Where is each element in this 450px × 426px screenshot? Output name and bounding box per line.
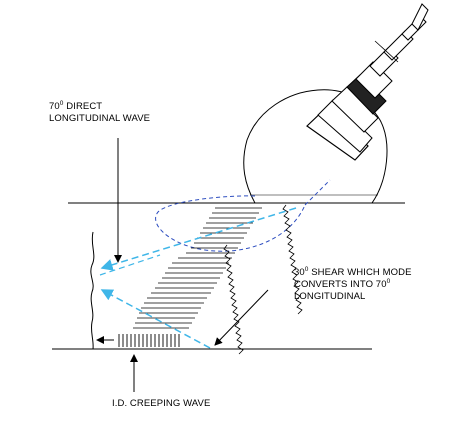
shear-wave-label: 300 SHEAR WHICH MODE CONVERTS INTO 700 L… [294, 265, 412, 303]
shear-wave-line2: CONVERTS INTO 70 [294, 279, 387, 290]
shear-beam-hatch [133, 207, 262, 329]
wedge-outline [243, 89, 388, 204]
direct-wave-deg: 70 [49, 101, 60, 112]
id-surface-line [90, 231, 95, 350]
shear-wave-line1: SHEAR WHICH MODE [308, 267, 412, 278]
direct-wave-label: 700 DIRECT LONGITUDINAL WAVE [49, 99, 151, 125]
direct-wave-deg-sup: 0 [59, 99, 64, 107]
direct-wave-line2: LONGITUDINAL WAVE [49, 113, 151, 124]
zigzag-wave-right [282, 204, 303, 315]
shear-wave-line2-sup: 0 [386, 277, 391, 285]
shear-wave-deg-sup: 0 [304, 265, 309, 273]
shear-wave-pointer [214, 289, 269, 346]
creeping-wave-hatch [118, 334, 180, 347]
beam-edge-dashed [304, 179, 331, 206]
reflected-beam [99, 254, 161, 276]
transducer-icon [306, 3, 429, 161]
direct-longitudinal-beam [100, 207, 297, 271]
direct-wave-line1: DIRECT [63, 101, 103, 112]
creeping-wave-text: I.D. CREEPING WAVE [112, 398, 211, 409]
creeping-wave-label: I.D. CREEPING WAVE [112, 398, 210, 410]
beam-spread-dashed [155, 195, 306, 252]
zigzag-wave-left [223, 244, 244, 355]
shear-wave-line3: LONGITUDINAL [294, 291, 366, 302]
shear-wave-deg: 30 [294, 267, 305, 278]
mode-converted-beam [100, 289, 211, 349]
